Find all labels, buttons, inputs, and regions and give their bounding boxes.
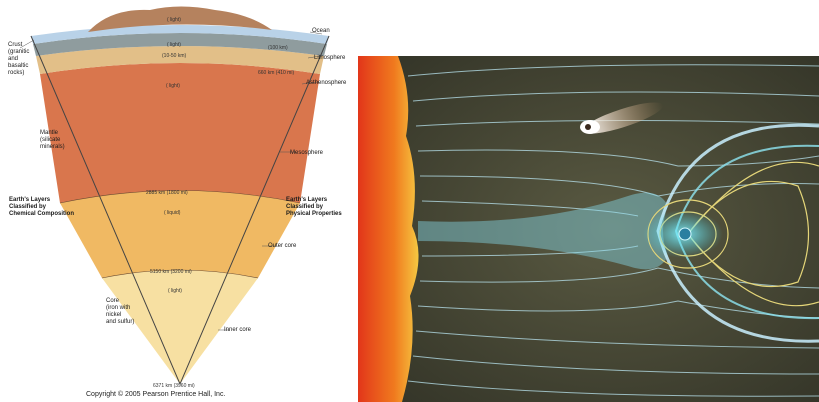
asthenosphere-label: Asthenosphere [306, 80, 346, 87]
copyright-caption: Copyright © 2005 Pearson Prentice Hall, … [86, 391, 225, 398]
outer-core-inner-label: ( liquid) [164, 210, 180, 216]
mantle-label: Mantle (silicate minerals) [40, 130, 65, 151]
magnetosphere-illustration [358, 56, 819, 402]
mesosphere-label: Mesosphere [290, 150, 323, 157]
core-label: Core (iron with nickel and sulfur) [106, 298, 134, 326]
lithosphere-label: Lithosphere [314, 55, 345, 62]
inner-core-label: Inner core [224, 327, 251, 334]
outer-core-label: Outer core [268, 243, 296, 250]
asthenosphere-inner-label: (10-50 km) [162, 53, 186, 59]
physical-classification-label: Earth's Layers Classified by Physical Pr… [286, 197, 342, 218]
inner-core-boundary-label: 5150 km (3200 mi) [150, 269, 192, 275]
earth [679, 228, 691, 240]
earth-layers-diagram: Crust (granitic and basaltic rocks) Mant… [0, 0, 358, 402]
mantle-layer [40, 63, 320, 203]
asthenosphere-depth-label: 660 km (410 mi) [258, 70, 294, 76]
magnetosphere-art [358, 56, 819, 402]
center-depth-label: 6371 km (3960 mi) [153, 383, 195, 389]
outer-core-layer [60, 191, 300, 279]
lithosphere-inner-label: ( light) [167, 42, 181, 48]
chemical-classification-label: Earth's Layers Classified by Chemical Co… [9, 197, 74, 218]
lithosphere-depth-label: (100 km) [268, 45, 288, 51]
inner-core-inner-label: ( light) [168, 288, 182, 294]
crust-inner-label: ( light) [167, 17, 181, 23]
core-mantle-boundary-label: 2885 km (1800 mi) [146, 190, 188, 196]
ocean-label: Ocean [312, 28, 330, 35]
mantle-inner-label: ( light) [166, 83, 180, 89]
crust-label: Crust (granitic and basaltic rocks) [8, 42, 29, 77]
